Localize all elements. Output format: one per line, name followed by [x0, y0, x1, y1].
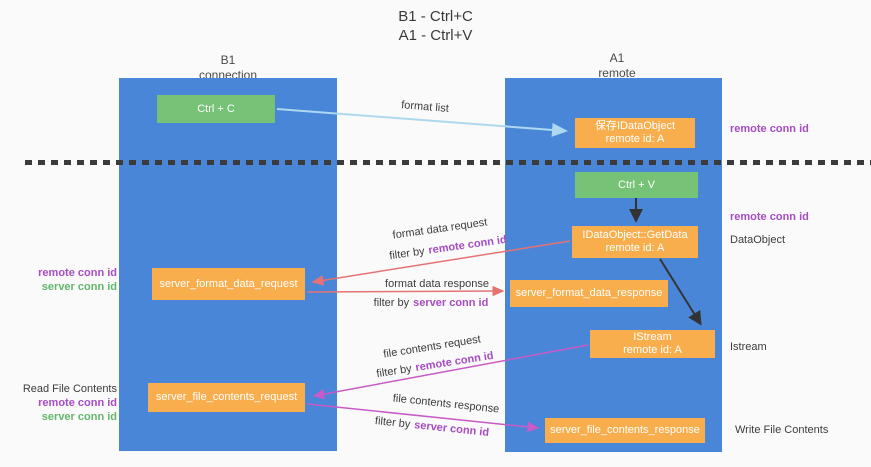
filter-by-text: filter by	[374, 415, 411, 431]
remote-conn-id-text: remote conn id	[427, 233, 508, 257]
lifeline-header-a1: A1 remote	[547, 51, 687, 81]
node-file-request-label: server_file_contents_request	[155, 391, 298, 403]
node-getdata-line2: remote id: A	[605, 242, 665, 254]
server-conn-id-text: server conn id	[413, 297, 489, 309]
read-file-contents-text: Read File Contents	[22, 383, 117, 395]
remote-conn-id-text: remote conn id	[38, 397, 117, 409]
dashed-divider	[25, 160, 871, 165]
node-save-idataobject-line1: 保存IDataObject	[594, 120, 676, 132]
node-istream-line1: IStream	[633, 331, 672, 343]
lifeline-b1-name: B1	[220, 53, 236, 67]
lifeline-a1-role: remote	[598, 66, 636, 80]
title-line-1: B1 - Ctrl+C	[398, 8, 473, 25]
filter-by-text: filter by	[388, 245, 426, 263]
annotation-read-file-contents: Read File Contents remote conn id server…	[12, 382, 117, 424]
annotation-istream: Istream	[730, 341, 767, 353]
node-idataobject-getdata: IDataObject::GetData remote id: A	[572, 226, 698, 258]
server-conn-id-text: server conn id	[413, 419, 490, 439]
node-format-request-label: server_format_data_request	[159, 277, 298, 290]
node-istream: IStream remote id: A	[590, 330, 715, 358]
lifeline-a1-name: A1	[609, 51, 625, 65]
node-ctrl-v-label: Ctrl + V	[618, 178, 655, 191]
node-ctrl-c-label: Ctrl + C	[197, 102, 235, 115]
label-format-list: format list	[401, 99, 449, 115]
annotation-dataobject: DataObject	[730, 234, 786, 246]
server-conn-id-text: server conn id	[41, 411, 117, 423]
node-getdata-line1: IDataObject::GetData	[582, 229, 688, 241]
filter-by-text: filter by	[373, 297, 410, 309]
label-format-list-text: format list	[400, 99, 450, 115]
annotation-write-file-contents: Write File Contents	[735, 424, 829, 436]
page-title: B1 - Ctrl+C A1 - Ctrl+V	[0, 7, 871, 45]
node-format-response-label: server_format_data_response	[515, 287, 663, 299]
server-conn-id-text: server conn id	[41, 281, 117, 293]
title-line-2: A1 - Ctrl+V	[398, 27, 473, 44]
node-save-idataobject: 保存IDataObject remote id: A	[575, 118, 695, 148]
label-file-contents-response: file contents response	[392, 392, 500, 415]
node-server-format-data-response: server_format_data_response	[510, 280, 668, 307]
annotation-remote-conn-id-mid: remote conn id	[730, 211, 809, 223]
node-save-idataobject-line2: remote id: A	[605, 133, 665, 145]
filter-by-text: filter by	[375, 362, 413, 381]
annotation-remote-conn-id-top: remote conn id	[730, 123, 809, 135]
annotation-left-conn-ids-1: remote conn id server conn id	[22, 266, 117, 294]
node-ctrl-c: Ctrl + C	[157, 95, 275, 123]
node-server-file-contents-request: server_file_contents_request	[148, 383, 305, 412]
node-server-file-contents-response: server_file_contents_response	[545, 418, 705, 443]
node-istream-line2: remote id: A	[623, 344, 682, 356]
label-file-contents-response-text: file contents response	[392, 392, 500, 416]
node-server-format-data-request: server_format_data_request	[152, 268, 305, 300]
remote-conn-id-text: remote conn id	[38, 267, 117, 279]
label-format-data-response: format data response	[385, 278, 489, 290]
node-ctrl-v: Ctrl + V	[575, 172, 698, 198]
node-file-response-label: server_file_contents_response	[550, 424, 700, 436]
label-format-data-response-text: format data response	[385, 278, 489, 290]
